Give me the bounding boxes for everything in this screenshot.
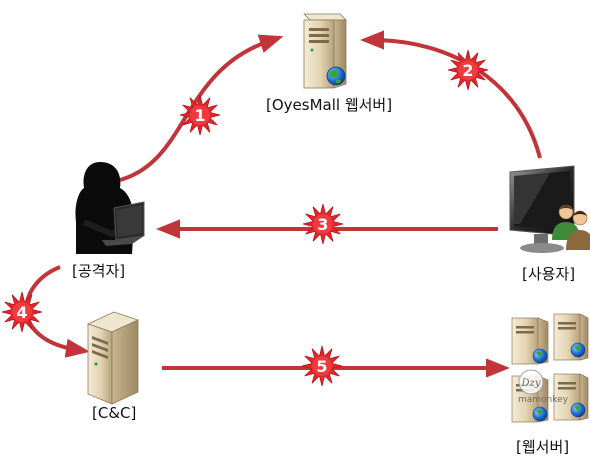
webserver-cluster-label: [웹서버] xyxy=(516,438,570,456)
monitor-users-icon xyxy=(509,165,590,253)
step-3-burst: 3 xyxy=(302,203,344,245)
watermark-logo: Dzy xyxy=(518,369,544,395)
step-4-burst: 4 xyxy=(1,291,43,333)
user-label: [사용자] xyxy=(522,265,576,283)
webserver-cluster-icon: Dzy xyxy=(511,313,589,423)
hacker-laptop-icon xyxy=(75,162,145,254)
arrow-step-4 xyxy=(24,265,90,358)
step-2-number: 2 xyxy=(462,61,473,80)
attacker-label: [공격자] xyxy=(72,262,126,280)
webserver-label: [OyesMall 웹서버] xyxy=(266,96,393,114)
arrow-step-2 xyxy=(360,30,542,159)
webserver-globe-icon xyxy=(303,13,347,89)
step-5-burst: 5 xyxy=(301,345,343,387)
step-2-burst: 2 xyxy=(447,49,489,91)
step-1-number: 1 xyxy=(194,106,205,125)
step-3-number: 3 xyxy=(317,215,328,234)
svg-text:Dzy: Dzy xyxy=(521,378,541,389)
watermark-text: mamonkey xyxy=(518,395,569,405)
cc-label: [C&C] xyxy=(92,404,137,422)
step-1-burst: 1 xyxy=(179,94,221,136)
cc-server-icon xyxy=(86,311,140,405)
step-5-number: 5 xyxy=(316,357,327,376)
step-4-number: 4 xyxy=(16,303,27,322)
